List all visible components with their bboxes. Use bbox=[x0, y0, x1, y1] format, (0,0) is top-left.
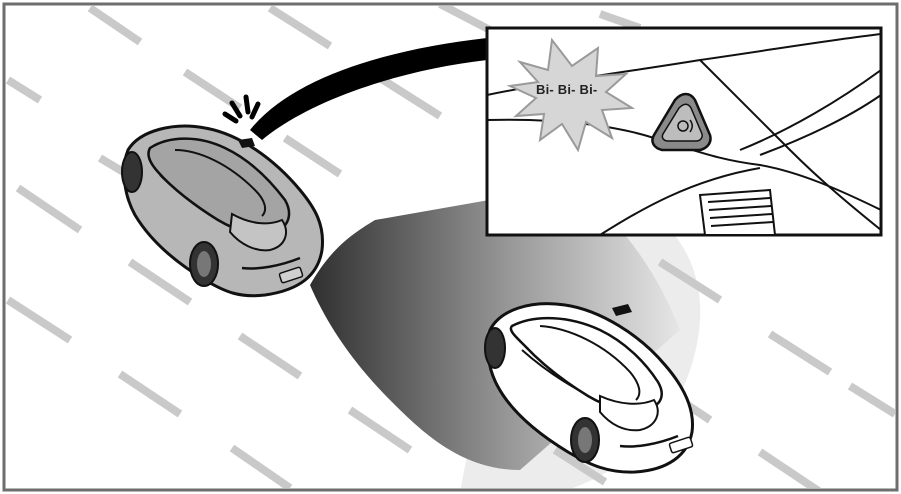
alert-sound-label: Bi- Bi- Bi- bbox=[536, 82, 597, 97]
mirror-indicator-callout: Bi- Bi- Bi- bbox=[487, 28, 881, 235]
air-vent-icon bbox=[700, 190, 775, 235]
